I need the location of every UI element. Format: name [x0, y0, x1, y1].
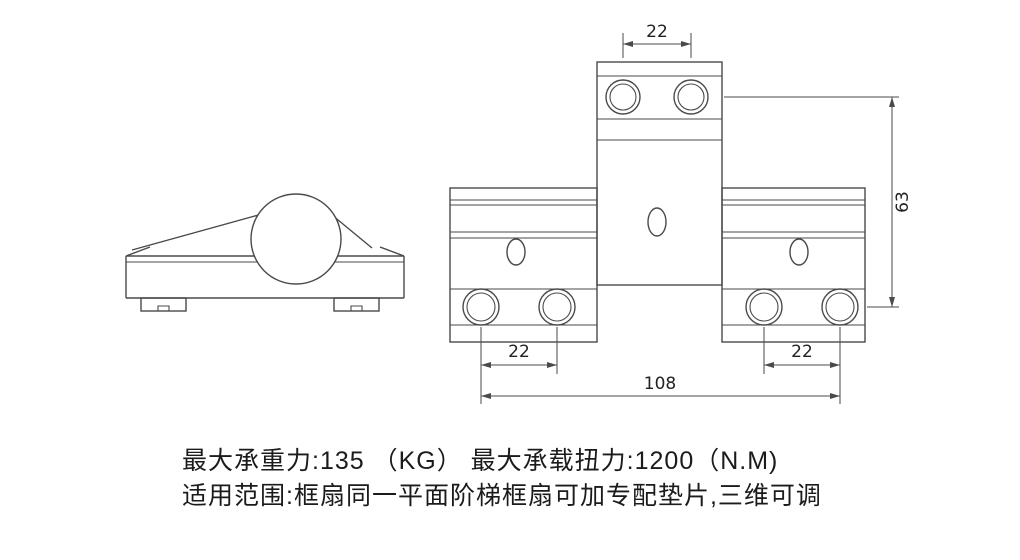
left-slope-line	[131, 213, 263, 251]
dimension-label-108: 108	[644, 374, 676, 394]
dimension-overall-span: 108	[480, 327, 841, 404]
top-screw-hole-right-outer	[673, 79, 709, 115]
note-max-load: 最大承重力:135 （KG） 最大承载扭力:1200（N.M)	[182, 447, 779, 475]
dimension-label-top-22: 22	[646, 22, 668, 42]
dimension-label-63: 63	[893, 191, 913, 213]
left-block-hole-2-inner	[542, 292, 572, 322]
top-screw-hole-right-inner	[677, 83, 705, 111]
center-column	[596, 61, 723, 286]
left-block-hole-1-outer	[462, 288, 500, 326]
left-block-hole-2-outer	[538, 288, 576, 326]
right-bevel-line	[379, 246, 405, 257]
right-block-oval-slot	[789, 238, 809, 266]
right-block	[721, 187, 866, 343]
front-view	[449, 61, 866, 343]
side-view	[125, 193, 405, 312]
dimension-bottom-left-hole-spacing: 22	[481, 327, 558, 374]
dimension-label-bottom-right-22: 22	[791, 342, 813, 362]
dimensions: 22 63 22 22	[480, 22, 913, 404]
right-slope-line	[331, 214, 373, 249]
dimension-label-bottom-left-22: 22	[508, 342, 530, 362]
right-block-hole-2-inner	[825, 292, 855, 322]
right-block-hole-1-inner	[749, 292, 779, 322]
right-foot-notch	[350, 305, 363, 311]
left-block	[449, 187, 598, 343]
right-block-hole-1-outer	[745, 288, 783, 326]
right-block-hole-2-outer	[821, 288, 859, 326]
dimension-bottom-right-hole-spacing: 22	[763, 327, 840, 374]
left-bevel-line	[125, 246, 151, 257]
column-oval-slot	[647, 207, 667, 237]
top-screw-hole-left-outer	[605, 79, 641, 115]
right-foot	[333, 297, 380, 312]
left-foot-notch	[157, 305, 170, 311]
left-block-hole-1-inner	[466, 292, 496, 322]
spec-notes: 最大承重力:135 （KG） 最大承载扭力:1200（N.M) 适用范围:框扇同…	[182, 444, 822, 514]
dimension-vertical-offset: 63	[724, 96, 913, 308]
hinge-barrel-circle	[250, 193, 342, 285]
top-screw-hole-left-inner	[609, 83, 637, 111]
note-application-range: 适用范围:框扇同一平面阶梯框扇可加专配垫片,三维可调	[182, 482, 822, 510]
left-foot	[140, 297, 187, 312]
dimension-top-hole-spacing: 22	[622, 22, 692, 58]
left-block-oval-slot	[506, 238, 526, 266]
